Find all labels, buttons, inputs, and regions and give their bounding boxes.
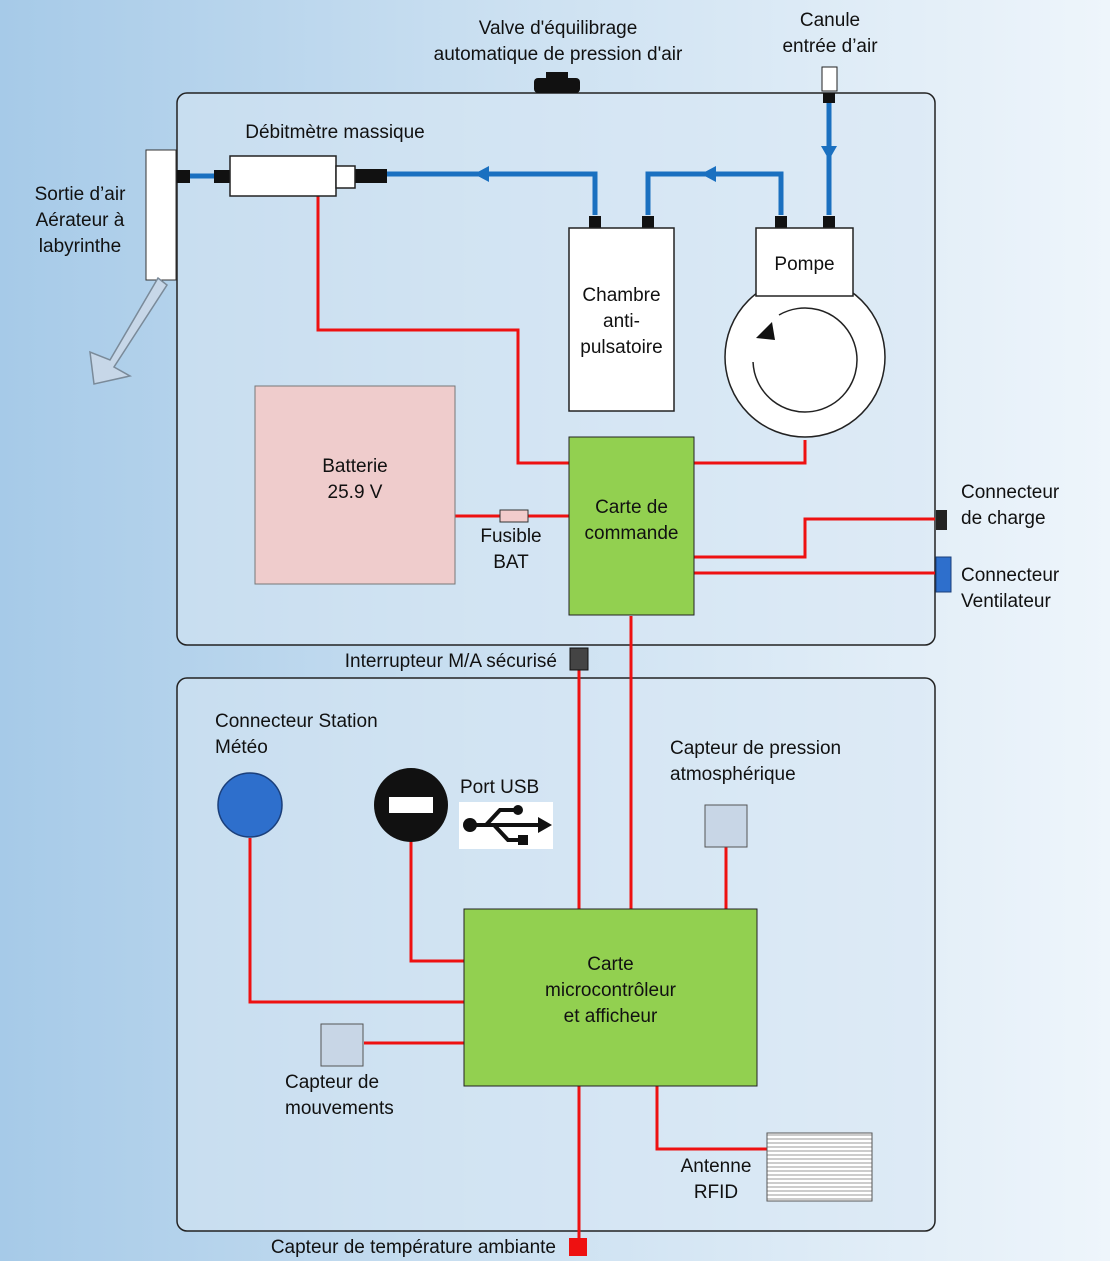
pump xyxy=(724,227,886,438)
power-switch xyxy=(569,647,589,671)
power-switch-label: Interrupteur M/A sécurisé xyxy=(344,651,557,672)
pressure-sensor-label: Capteur de pression atmosphérique xyxy=(670,738,842,785)
battery-fuse xyxy=(499,509,529,523)
canula-label: Canule entrée d’air xyxy=(782,10,878,57)
control-board xyxy=(568,436,695,616)
air-outlet-label: Sortie d’air Aérateur à labyrinthe xyxy=(34,184,126,257)
fan-connector-label: Connecteur Ventilateur xyxy=(961,565,1060,612)
valve-label: Valve d'équilibrage automatique de press… xyxy=(433,18,683,65)
temperature-sensor xyxy=(569,1238,587,1256)
rotation-arrow-icon xyxy=(756,322,775,340)
pressure-sensor xyxy=(704,804,748,848)
electrical-wiring xyxy=(248,193,935,1238)
battery xyxy=(254,385,456,585)
round-socket-with-bar-icon xyxy=(374,768,448,842)
chamber-label: Chambre anti- pulsatoire xyxy=(580,285,663,358)
circular-connector-icon xyxy=(217,772,283,838)
battery-label: Batterie 25.9 V xyxy=(322,456,388,503)
flow-arrows xyxy=(474,146,837,182)
temp-sensor-label: Capteur de température ambiante xyxy=(270,1237,556,1258)
usb-symbol-icon xyxy=(459,802,553,849)
charge-connector-label: Connecteur de charge xyxy=(961,482,1060,529)
mcu-board xyxy=(463,908,758,1087)
rfid-antenna-label: Antenne RFID xyxy=(680,1156,752,1203)
usb-port-label: Port USB xyxy=(460,777,540,798)
fuse-label: Fusible BAT xyxy=(480,526,542,573)
outlet-arrow-icon xyxy=(89,276,169,385)
motion-sensor xyxy=(320,1023,364,1067)
control-board-label: Carte de commande xyxy=(584,497,679,544)
flowmeter xyxy=(229,155,337,197)
motion-sensor-label: Capteur de mouvements xyxy=(285,1072,394,1119)
tube-ports xyxy=(176,93,835,228)
flowmeter-nozzle xyxy=(335,165,356,189)
flowmeter-label: Débitmètre massique xyxy=(245,122,425,143)
rfid-antenna xyxy=(766,1132,873,1202)
weather-connector-label: Connecteur Station Météo xyxy=(215,711,378,758)
canula-inlet xyxy=(821,66,838,92)
anti-pulsation-chamber xyxy=(568,227,675,412)
charge-connector xyxy=(936,510,947,530)
air-outlet-aerator xyxy=(145,149,177,281)
pressure-valve xyxy=(534,72,580,93)
mcu-board-label: Carte microcontrôleur et afficheur xyxy=(545,954,676,1027)
fan-connector xyxy=(935,556,952,593)
pump-label: Pompe xyxy=(774,254,835,275)
